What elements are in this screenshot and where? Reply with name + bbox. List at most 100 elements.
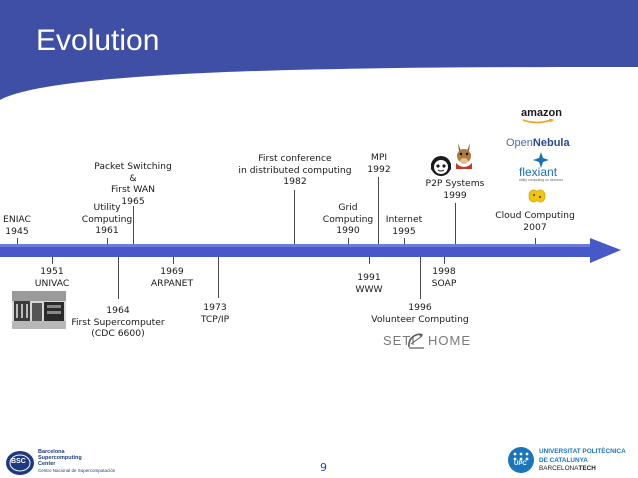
arpanet-name: ARPANET: [150, 277, 194, 289]
arpanet-year: 1969: [160, 266, 184, 277]
packet-line3: First WAN: [111, 184, 155, 195]
bsc-mark-label: BSC: [11, 458, 26, 465]
volunteer-year: 1996: [408, 302, 432, 313]
volunteer-name: Volunteer Computing: [371, 313, 469, 325]
tick-mpi: [378, 177, 379, 244]
slide-header: Evolution: [0, 0, 638, 100]
cloud-python-icon: [528, 189, 546, 203]
univac-photo: [12, 291, 66, 329]
tcpip-year: 1973: [203, 302, 227, 313]
tick-volunteer: [420, 257, 421, 299]
tick-supercomputer: [118, 257, 119, 299]
flexiant-logo: flexiant: [519, 165, 557, 179]
label-soap: 1998 SOAP: [432, 266, 457, 289]
bsc-logo-mark: [6, 451, 34, 475]
p2p-year: 1999: [443, 189, 467, 201]
eniac-name: ENIAC: [3, 214, 31, 225]
grid-name-line2: Computing: [322, 213, 374, 225]
upc-logo-mark: [508, 447, 534, 473]
tick-univac: [52, 257, 53, 264]
cloud-year: 2007: [523, 221, 547, 233]
eniac-year: 1945: [5, 225, 29, 237]
supercomputer-name: First Supercomputer: [71, 316, 165, 328]
packet-line1: Packet Switching: [94, 161, 172, 172]
conference-line1: First conference: [258, 153, 332, 164]
bsc-line3: Center: [38, 461, 56, 468]
upc-mark-label: UPC: [514, 461, 527, 467]
soap-name: SOAP: [431, 277, 457, 289]
p2p-name: P2P Systems: [425, 178, 485, 189]
napster-icon: [431, 156, 451, 176]
amazon-smile-icon: [522, 119, 555, 124]
label-volunteer: 1996 Volunteer Computing: [371, 302, 468, 325]
label-internet: Internet 1995: [386, 214, 422, 237]
mpi-name: MPI: [370, 152, 388, 163]
amazon-text: amazon: [521, 107, 562, 119]
opennebula-open: Open: [506, 137, 533, 149]
upc-line3-a: BARCELONA: [539, 465, 579, 472]
internet-name: Internet: [385, 214, 423, 225]
amazon-logo: amazon: [521, 107, 562, 119]
soap-year: 1998: [432, 266, 456, 277]
packet-year: 1965: [121, 195, 145, 207]
donkey-icon: [456, 143, 472, 169]
grid-name-line1: Grid: [338, 202, 358, 213]
grid-year: 1990: [336, 225, 360, 236]
univac-year: 1951: [40, 266, 64, 277]
upc-line1: UNIVERSITAT POLITÈCNICA: [539, 448, 626, 455]
conference-line2: in distributed computing: [238, 164, 352, 176]
label-p2p: P2P Systems 1999: [426, 178, 485, 201]
cloud-name: Cloud Computing: [495, 210, 575, 221]
seti-logo: SETI: [383, 333, 416, 348]
label-eniac: ENIAC 1945: [3, 214, 31, 237]
www-name: WWW: [355, 283, 383, 295]
satellite-dish-icon: [408, 333, 424, 349]
tick-packet: [133, 206, 134, 244]
internet-year: 1995: [392, 225, 416, 237]
label-univac: 1951 UNIVAC: [35, 266, 70, 289]
upc-line3: BARCELONATECH: [539, 465, 626, 474]
tick-cloud: [535, 238, 536, 244]
label-tcpip: 1973 TCP/IP: [201, 302, 229, 325]
tick-utility: [107, 238, 108, 244]
conference-year: 1982: [283, 176, 307, 187]
www-year: 1991: [357, 272, 381, 283]
label-arpanet: 1969 ARPANET: [151, 266, 193, 289]
label-packet-switching: Packet Switching & First WAN 1965: [94, 161, 172, 207]
upc-logo-text: UNIVERSITAT POLITÈCNICA DE CATALUNYA BAR…: [539, 448, 626, 474]
tick-soap: [444, 257, 445, 264]
tick-p2p: [455, 203, 456, 244]
univac-name: UNIVAC: [34, 277, 70, 289]
tcpip-name: TCP/IP: [200, 313, 230, 325]
label-cloud: Cloud Computing 2007: [495, 210, 575, 233]
tick-internet: [404, 238, 405, 244]
page-number: 9: [320, 461, 327, 474]
label-www: 1991 WWW: [355, 272, 382, 295]
tick-arpanet: [173, 257, 174, 264]
flexiant-tagline: utility computing on demand: [519, 178, 563, 182]
seti-right-text: HOME: [428, 333, 471, 348]
bsc-mark-text: BSC: [11, 458, 26, 465]
bsc-logo-text: Barcelona Supercomputing Center Centro N…: [38, 449, 115, 474]
bsc-line2: Supercomputing: [38, 455, 82, 462]
bsc-line1: Barcelona: [38, 449, 65, 455]
packet-line2: &: [129, 172, 137, 184]
upc-line3-b: TECH: [578, 465, 596, 472]
tick-www: [369, 257, 370, 264]
utility-year: 1961: [95, 225, 119, 236]
utility-name-line1: Utility: [93, 202, 121, 213]
tick-conference: [294, 190, 295, 244]
flexiant-star-icon: [533, 152, 549, 168]
tick-eniac: [17, 238, 18, 244]
supercomputer-year: 1964: [106, 305, 130, 316]
bsc-line4: Centro Nacional de Supercomputación: [38, 467, 116, 473]
seti-left-text: SETI: [383, 333, 416, 348]
mpi-year: 1992: [367, 163, 391, 175]
upc-line2: DE CATALUNYA: [539, 456, 588, 464]
opennebula-logo: OpenNebula: [506, 137, 570, 149]
utility-name-line2: Computing: [81, 213, 133, 225]
supercomputer-model: (CDC 6600): [91, 328, 145, 339]
label-utility: Utility Computing 1961: [82, 202, 132, 237]
label-grid: Grid Computing 1990: [323, 202, 373, 237]
